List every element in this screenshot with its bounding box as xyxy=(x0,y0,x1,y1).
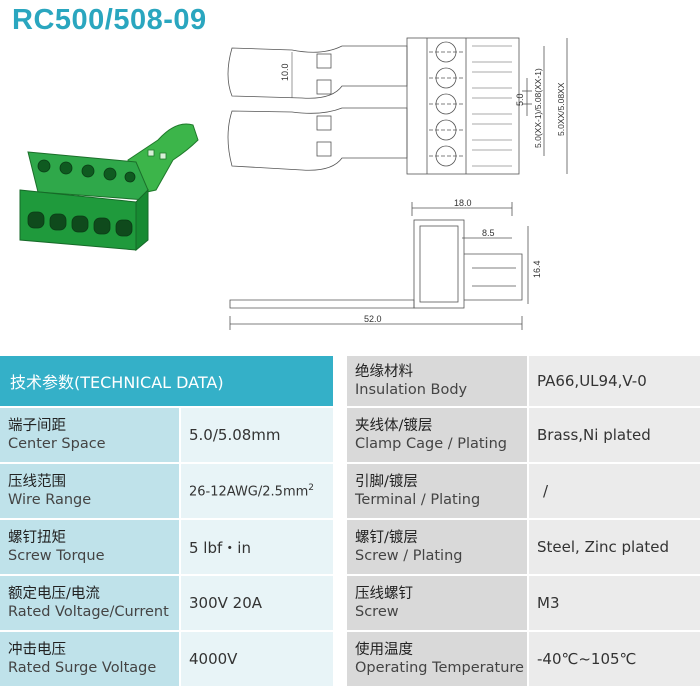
top-view-drawing: 10.0 5.0 5.0(XX-1)/5.08(XX-1) 5.0XX/5.08… xyxy=(227,37,568,175)
spec-label-clamp-cage: 夹线体/镀层 Clamp Cage / Plating xyxy=(347,408,527,464)
dim-width-18: 18.0 xyxy=(454,198,472,208)
spec-label-center-space: 端子间距 Center Space xyxy=(0,408,179,464)
spec-label-operating-temp: 使用温度 Operating Temperature xyxy=(347,632,527,688)
spec-value-surge-voltage: 4000V xyxy=(179,632,333,688)
spec-value-insulation: PA66,UL94,V-0 xyxy=(527,356,700,408)
dim-height-164: 16.4 xyxy=(532,260,542,278)
table-header: 技术参数(TECHNICAL DATA) xyxy=(0,356,333,408)
spec-label-wire-range: 压线范围 Wire Range xyxy=(0,464,179,520)
spec-label-insulation: 绝缘材料 Insulation Body xyxy=(347,356,527,408)
dim-pitch-xx: 5.0XX/5.08XX xyxy=(556,82,566,136)
spec-value-terminal: / xyxy=(527,464,700,520)
spec-label-screw: 压线螺钉 Screw xyxy=(347,576,527,632)
spec-value-rated-voltage: 300V 20A xyxy=(179,576,333,632)
spec-label-terminal: 引脚/镀层 Terminal / Plating xyxy=(347,464,527,520)
spec-label-rated-voltage: 额定电压/电流 Rated Voltage/Current xyxy=(0,576,179,632)
dim-pitch-10: 10.0 xyxy=(280,63,290,81)
spec-label-screw-plating: 螺钉/镀层 Screw / Plating xyxy=(347,520,527,576)
side-view-drawing: 18.0 8.5 16.4 52.0 xyxy=(229,198,542,330)
dim-pitch-xx1: 5.0(XX-1)/5.08(XX-1) xyxy=(533,68,543,148)
page-title: RC500/508-09 xyxy=(12,4,207,36)
spec-value-screw: M3 xyxy=(527,576,700,632)
dim-depth-85: 8.5 xyxy=(482,228,495,238)
technical-data-table: 技术参数(TECHNICAL DATA) 绝缘材料 Insulation Bod… xyxy=(0,356,700,694)
spec-label-screw-torque: 螺钉扭矩 Screw Torque xyxy=(0,520,179,576)
spec-value-screw-plating: Steel, Zinc plated xyxy=(527,520,700,576)
spec-value-center-space: 5.0/5.08mm xyxy=(179,408,333,464)
dim-length-52: 52.0 xyxy=(364,314,382,324)
product-photo xyxy=(19,123,199,252)
spec-value-clamp-cage: Brass,Ni plated xyxy=(527,408,700,464)
spec-value-operating-temp: -40℃~105℃ xyxy=(527,632,700,688)
spec-label-surge-voltage: 冲击电压 Rated Surge Voltage xyxy=(0,632,179,688)
spec-value-wire-range: 26-12AWG/2.5mm2 xyxy=(179,464,333,520)
dim-pitch-5: 5.0 xyxy=(515,93,525,106)
spec-value-screw-torque: 5 lbf・in xyxy=(179,520,333,576)
